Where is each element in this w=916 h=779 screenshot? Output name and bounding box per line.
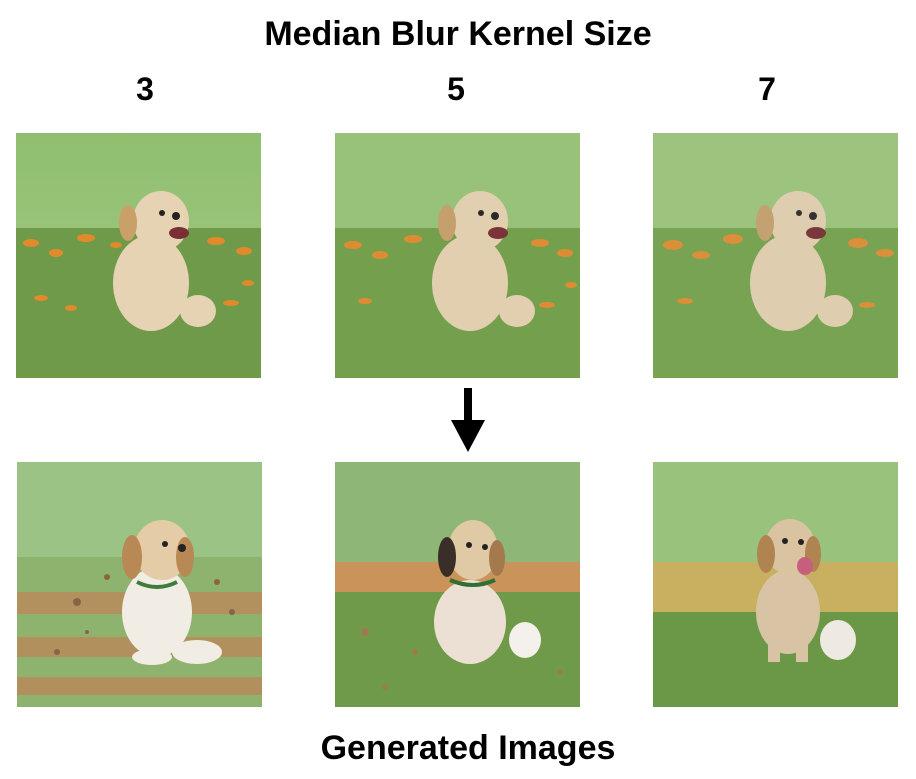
figure-title: Median Blur Kernel Size <box>264 15 652 53</box>
generated-images-label: Generated Images <box>320 729 616 767</box>
puppy-photo-blur-7 <box>653 133 898 378</box>
generated-dog-k3 <box>17 462 262 707</box>
generated-dog-k5 <box>335 462 580 707</box>
down-arrow-icon <box>451 388 485 452</box>
generated-image-k3 <box>17 462 262 707</box>
blurred-input-image-k7 <box>653 133 898 378</box>
puppy-photo-blur-3 <box>16 133 261 378</box>
kernel-size-label-7: 7 <box>758 71 776 107</box>
generated-image-k5 <box>335 462 580 707</box>
kernel-size-label-5: 5 <box>447 71 465 107</box>
generated-dog-k7 <box>653 462 898 707</box>
puppy-photo-blur-5 <box>335 133 580 378</box>
blurred-input-image-k3 <box>16 133 261 378</box>
generated-image-k7 <box>653 462 898 707</box>
kernel-size-label-3: 3 <box>136 71 154 107</box>
blurred-input-image-k5 <box>335 133 580 378</box>
